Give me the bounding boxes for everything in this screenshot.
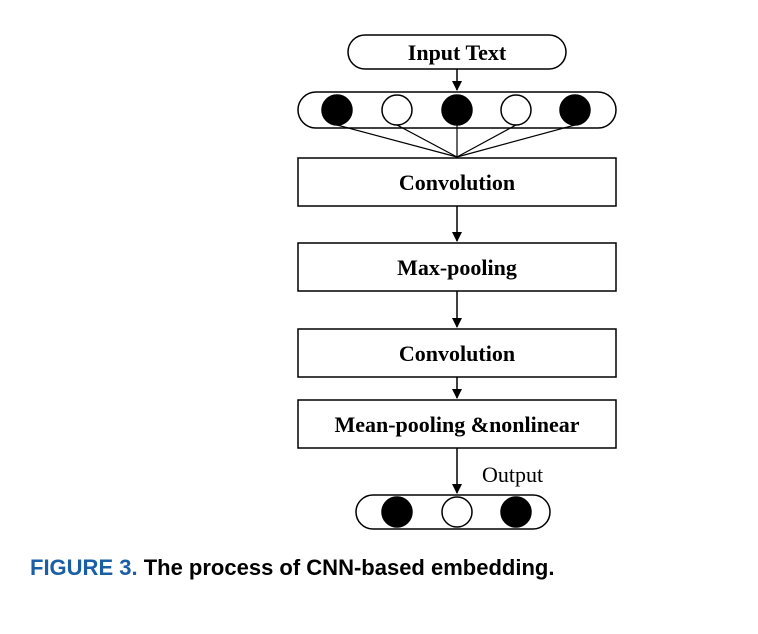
input-text-node: Input Text [347,34,567,70]
layer-box-4: Mean-pooling &nonlinear [297,399,617,449]
figure-number: FIGURE 3. [30,555,138,580]
input-node-filled [559,94,591,126]
input-node-filled [441,94,473,126]
layer-box-1: Convolution [297,157,617,207]
layer-box-3: Convolution [297,328,617,378]
layer-box-2: Max-pooling [297,242,617,292]
connection-line [456,124,576,158]
figure-title: The process of CNN-based embedding. [143,555,555,580]
connection-line [396,124,458,158]
layer-box-label: Convolution [399,170,515,195]
output-node-empty [441,496,473,528]
input-node-empty [500,94,532,126]
output-label: Output [482,462,543,487]
layer-box-border [297,157,617,207]
connection-line [456,124,517,158]
input-vector [297,91,617,129]
output-node-filled [500,496,532,528]
output-node-filled [381,496,413,528]
input-node-empty [381,94,413,126]
figure-caption: FIGURE 3. The process of CNN-based embed… [30,555,730,581]
layer-box-label: Mean-pooling &nonlinear [334,412,579,437]
convolution-connections [336,124,576,158]
layer-box-border [297,399,617,449]
input-node-filled [321,94,353,126]
connection-line [336,124,458,158]
input-text-label: Input Text [408,40,507,65]
layer-box-label: Convolution [399,341,515,366]
layer-box-label: Max-pooling [397,255,517,280]
output-vector [355,494,551,530]
